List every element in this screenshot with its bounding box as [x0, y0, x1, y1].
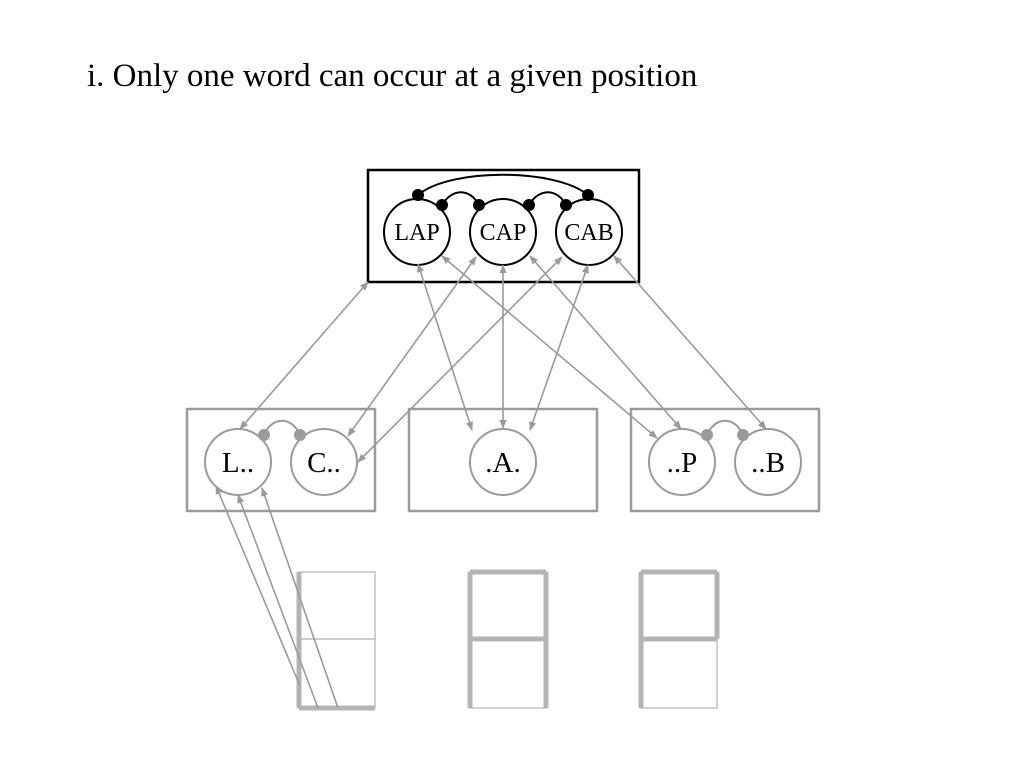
link-cab-c	[357, 256, 563, 463]
letter-label-c: C..	[307, 447, 341, 479]
link-lap-a	[417, 263, 473, 431]
word-node-cap: CAP	[469, 198, 537, 266]
letter-node-l: L..	[204, 428, 272, 496]
slide-title: i. Only one word can occur at a given po…	[87, 58, 698, 94]
letter-node-a: .A.	[469, 428, 537, 496]
word-label-lap: LAP	[394, 220, 439, 246]
excitatory-links	[239, 255, 767, 463]
letter-label-l: L..	[222, 447, 254, 479]
link-cab-b	[613, 255, 767, 430]
letter-node-c: C..	[290, 428, 358, 496]
link-feature-bottom-l-a	[237, 494, 319, 709]
letter-node-p: ..P	[648, 428, 716, 496]
word-node-lap: LAP	[383, 198, 451, 266]
feature-unit-position-2	[467, 569, 549, 709]
feature-to-letter-links	[215, 485, 339, 709]
link-feature-vertical-l	[215, 485, 301, 687]
word-label-cab: CAB	[564, 220, 613, 246]
link-cab-a	[529, 264, 589, 431]
letter-label-b: ..B	[751, 447, 785, 479]
word-node-cab: CAB	[555, 198, 623, 266]
word-inhibitory-dots	[412, 189, 594, 211]
letter-label-p: ..P	[667, 447, 698, 479]
feature-unit-position-3	[638, 569, 720, 709]
letter-node-b: ..B	[734, 428, 802, 496]
word-label-cap: CAP	[480, 220, 527, 246]
link-feature-bottom-l-b	[261, 487, 339, 709]
link-lap-p	[441, 255, 658, 439]
link-lap-l	[239, 281, 369, 430]
inhibit-lap-cab	[417, 173, 589, 196]
letter-inhibitory-dots	[258, 429, 749, 441]
letter-label-a: .A.	[485, 447, 520, 479]
